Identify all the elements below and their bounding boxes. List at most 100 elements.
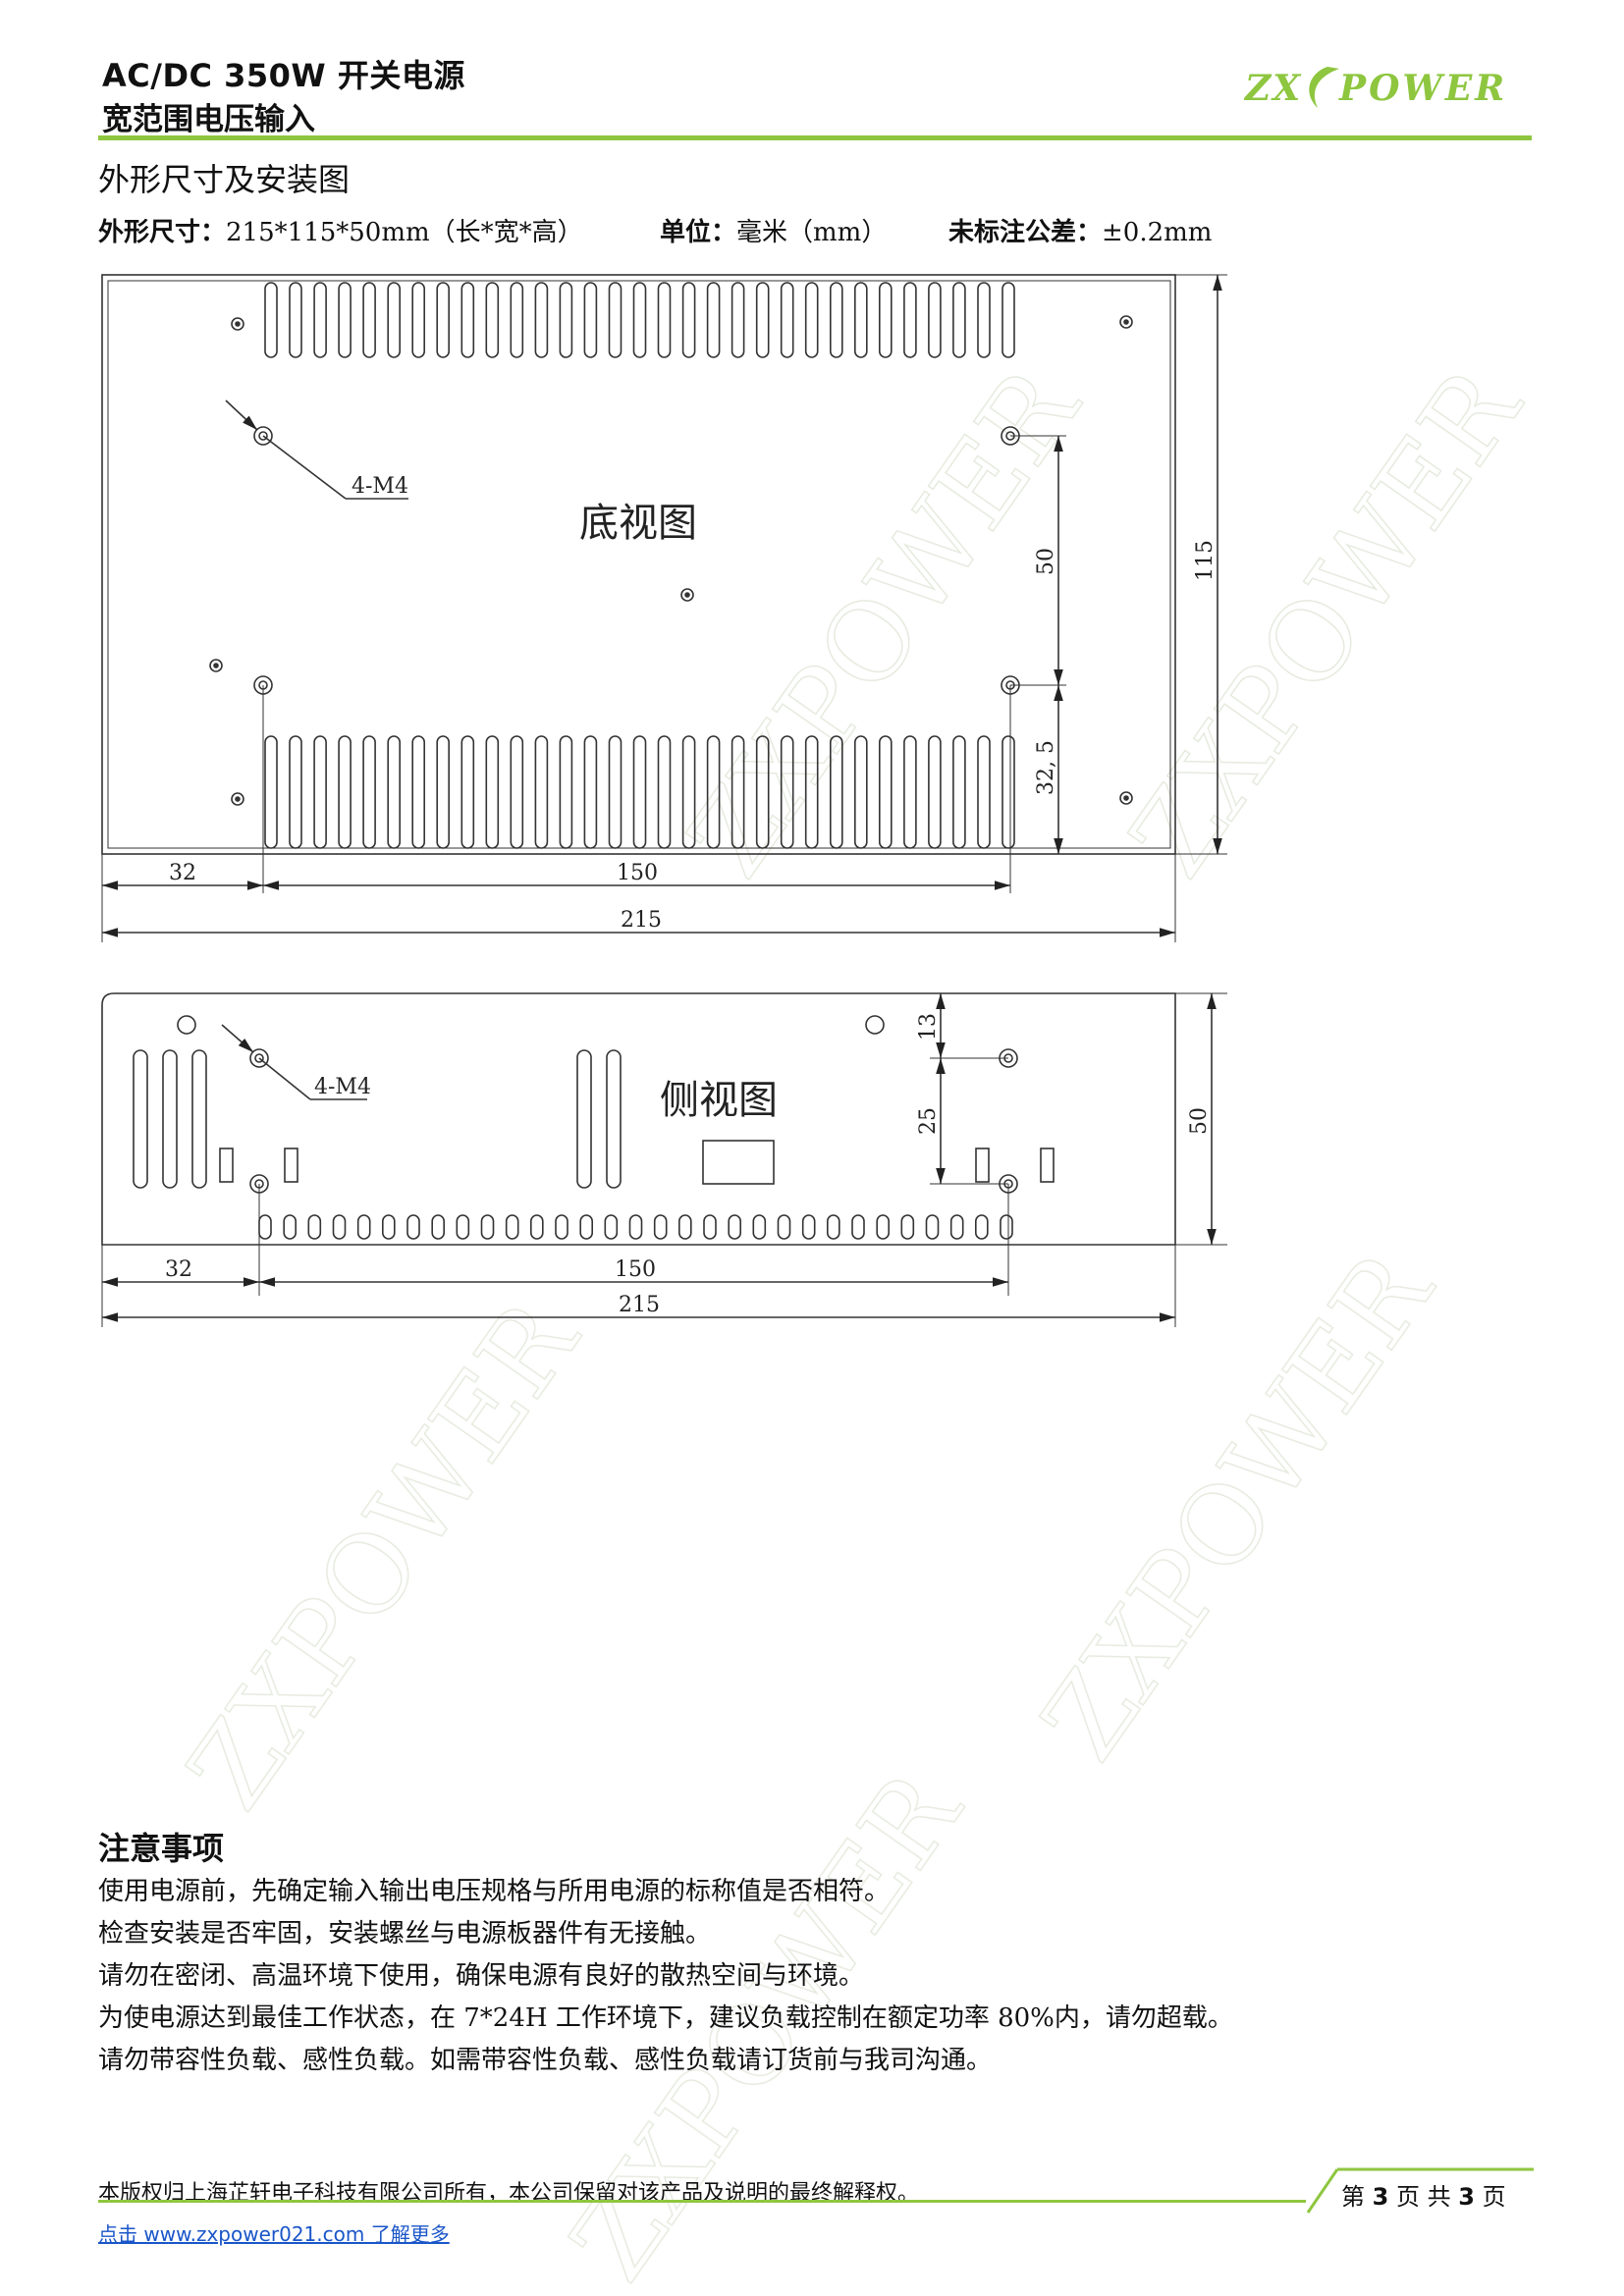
vent-slot [460, 735, 475, 849]
spec-unit-label: 单位： [660, 218, 737, 247]
vent-slot [952, 735, 966, 849]
product-title: AC/DC 350W 开关电源 [102, 57, 465, 94]
vent-slot [264, 735, 278, 849]
vent-slot [1000, 1214, 1013, 1240]
vent-slot [313, 735, 327, 849]
bottom-dim-115: 115 [1193, 540, 1218, 581]
vent-slot [974, 1214, 989, 1240]
vent-slot [977, 735, 991, 849]
vent-slot [559, 282, 573, 358]
vent-slot [804, 735, 819, 849]
vent-slot [731, 735, 745, 849]
vent-slot [1001, 735, 1015, 849]
watermark-2: ZXPOWER [163, 1277, 603, 1831]
header-rule [98, 135, 1532, 140]
page-number: 第 3 页 共 3 页 [1341, 2177, 1506, 2212]
spec-tol-value: ±0.2mm [1102, 218, 1213, 247]
vent-slot [583, 735, 598, 849]
vent-slot [681, 735, 696, 849]
vent-slot [534, 735, 549, 849]
vent-slot [436, 735, 451, 849]
vent-slot [876, 1214, 891, 1240]
vent-slot [949, 1214, 964, 1240]
page-middle: 页 共 [1395, 2183, 1451, 2211]
vent-slot [431, 1214, 446, 1240]
vent-slot [529, 1214, 544, 1240]
vent-slot [338, 282, 352, 358]
vent-slot [801, 1214, 816, 1240]
vent-slot [485, 735, 500, 849]
vent-slot [608, 735, 623, 849]
vent-slot [313, 282, 327, 358]
vent-slot [534, 282, 549, 358]
vent-slot [851, 1214, 865, 1240]
spec-size-label: 外形尺寸： [98, 218, 227, 247]
note-item: 为使电源达到最佳工作状态，在 7*24H 工作环境下，建议负载控制在额定功率 8… [98, 2003, 1233, 2033]
vent-slot [853, 735, 868, 849]
website-link[interactable]: 点击 www.zxpower021.com 了解更多 [98, 2222, 450, 2246]
vent-slot [752, 1214, 767, 1240]
vent-slot [411, 735, 426, 849]
side-dim-150: 150 [615, 1257, 656, 1282]
notes-title: 注意事项 [98, 1830, 225, 1867]
vent-slot [510, 282, 524, 358]
vent-slot [387, 282, 402, 358]
vent-slot [903, 282, 917, 358]
spec-unit-value: 毫米（mm） [736, 218, 888, 247]
vent-slot [604, 1214, 619, 1240]
vent-slot [755, 282, 770, 358]
vent-slot [608, 282, 623, 358]
bottom-view-drawing: 4-M4 底视图 32 150 215 50 32, 5 115 [101, 274, 1227, 942]
vent-slot [780, 282, 794, 358]
vent-slot [505, 1214, 519, 1240]
side-dim-25: 25 [916, 1107, 941, 1135]
vent-slot [925, 1214, 940, 1240]
vent-slot [381, 1214, 396, 1240]
vent-slot [977, 282, 991, 358]
vent-slot [555, 1214, 568, 1240]
page-total: 3 [1458, 2183, 1475, 2211]
bottom-hole-label: 4-M4 [352, 474, 408, 499]
vent-slot [456, 1214, 470, 1240]
vent-slot [406, 1214, 420, 1240]
vent-slot [258, 1214, 272, 1240]
bottom-dim-150: 150 [617, 861, 658, 885]
vent-slot [338, 735, 352, 849]
note-item: 请勿在密闭、高温环境下使用，确保电源有良好的散热空间与环境。 [98, 1961, 865, 1991]
vent-slot [728, 1214, 742, 1240]
vent-slot [677, 1214, 692, 1240]
vent-slot [703, 1214, 717, 1240]
vent-slot [900, 1214, 915, 1240]
vent-slot [804, 282, 819, 358]
bottom-view-title: 底视图 [579, 501, 697, 546]
bottom-dim-215: 215 [621, 908, 662, 933]
vent-slot [853, 282, 868, 358]
side-dim-32: 32 [165, 1257, 192, 1282]
vent-slot [928, 735, 942, 849]
vent-slot [559, 735, 573, 849]
vent-slot [829, 282, 843, 358]
vent-slot [706, 282, 721, 358]
vent-slot [878, 282, 893, 358]
vent-slot [1001, 282, 1015, 358]
vent-slot [460, 282, 475, 358]
spec-unit: 单位：毫米（mm） [660, 212, 887, 248]
vent-slot [411, 282, 426, 358]
vent-slot [510, 735, 524, 849]
vent-slot [289, 282, 302, 358]
vent-slot [681, 282, 696, 358]
page-prefix: 第 [1341, 2183, 1365, 2211]
vent-slot [780, 735, 794, 849]
spec-size-value: 215*115*50mm（长*宽*高） [226, 218, 583, 247]
page-number-frame [1306, 2167, 1534, 2214]
vent-slot [657, 282, 672, 358]
vent-slot [583, 282, 598, 358]
vent-slot [657, 735, 672, 849]
product-subtitle: 宽范围电压输入 [102, 102, 315, 137]
vent-slot [903, 735, 917, 849]
vent-slot [928, 282, 942, 358]
bottom-dim-32-5: 32, 5 [1034, 740, 1058, 795]
spec-size: 外形尺寸：215*115*50mm（长*宽*高） [98, 212, 583, 248]
side-view-title: 侧视图 [660, 1078, 778, 1123]
